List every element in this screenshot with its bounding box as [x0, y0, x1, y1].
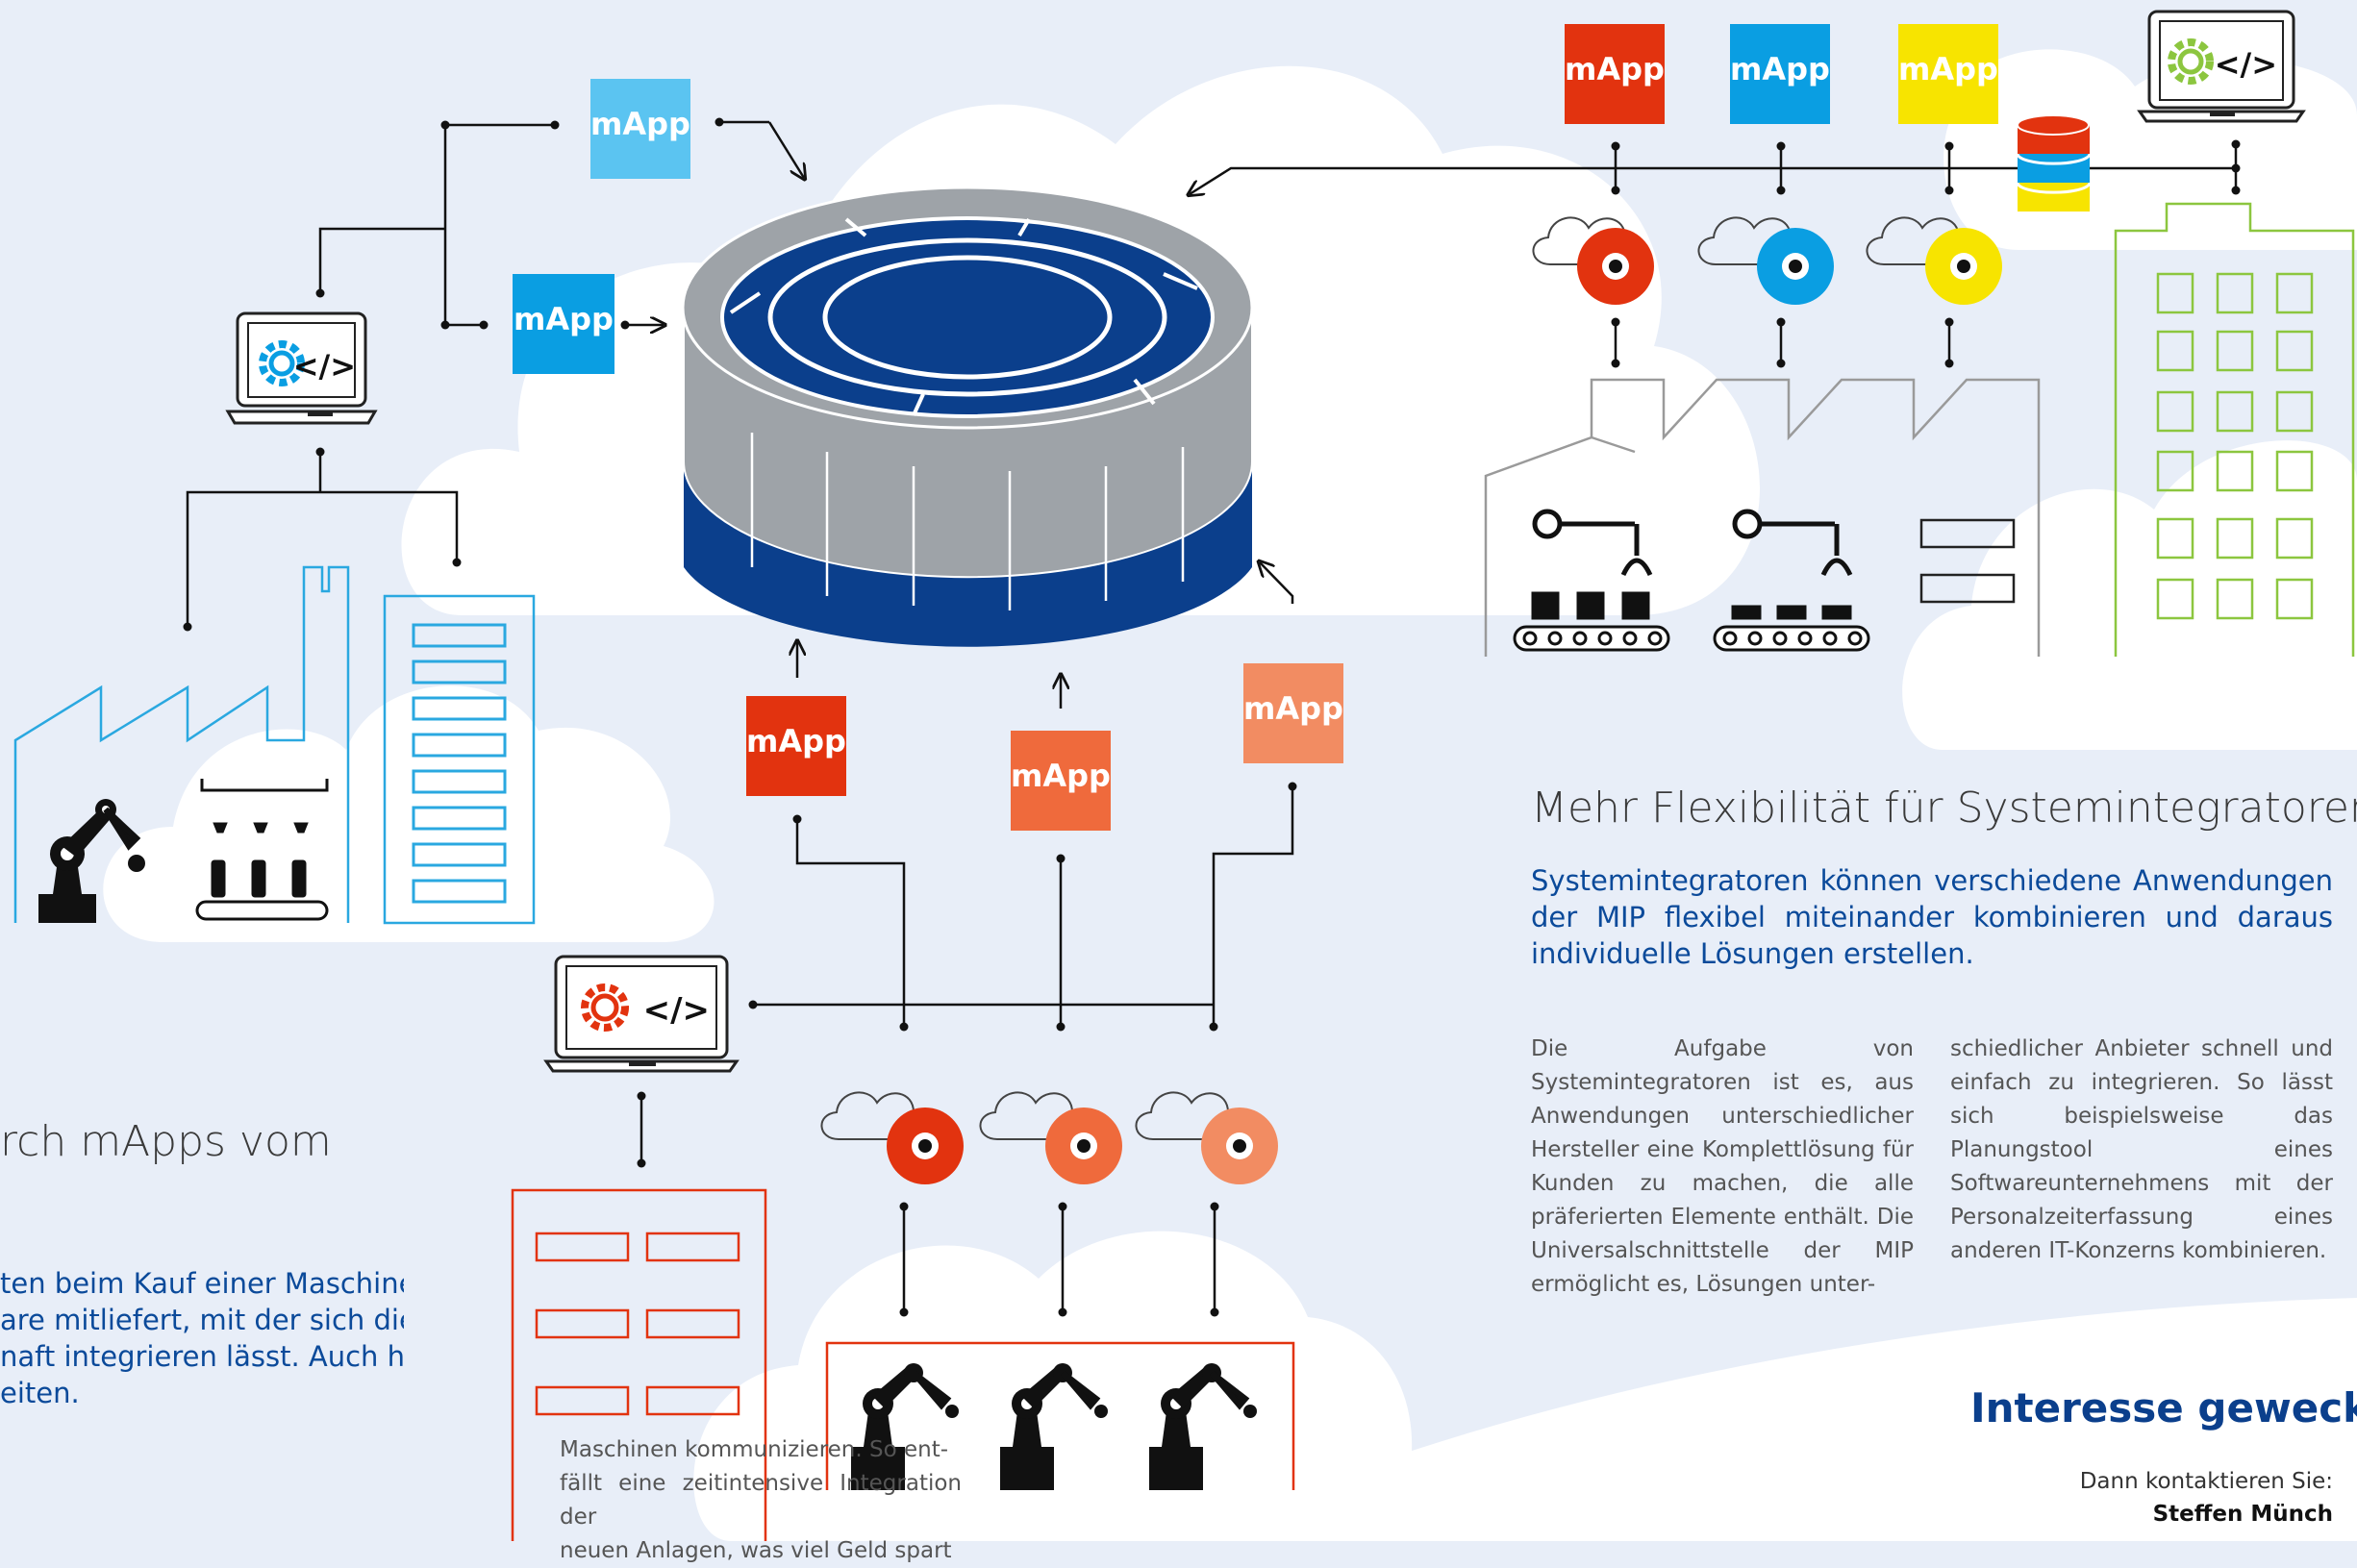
- gear-icon: [259, 340, 305, 386]
- building-icon: [511, 1188, 767, 1541]
- connection-nodes: [183, 117, 2241, 1317]
- mapp-tile-red: mApp: [746, 696, 846, 796]
- left-body-line: fällt eine zeitintensive Integration der: [560, 1471, 962, 1530]
- mapp-tile-blue: mApp: [513, 274, 614, 374]
- robot-arm-icon: [851, 1363, 959, 1490]
- mapp-tile-salmon: mApp: [1243, 663, 1343, 763]
- article-heading: Mehr Flexibilität für Systemintegratoren: [1531, 784, 2357, 833]
- cloud-service-salmon-bottom: [1135, 1091, 1278, 1184]
- factory-icon: [825, 1341, 1295, 1490]
- factory-icon: [1484, 378, 2041, 657]
- left-lead-line: eiten.: [0, 1377, 80, 1409]
- code-glyph: </>: [293, 348, 356, 385]
- factory-icon: [13, 565, 536, 925]
- laptop-icon: </>: [2137, 10, 2306, 123]
- cloud-service-orange-bottom: [979, 1091, 1122, 1184]
- contact-line: Dann kontaktieren Sie:: [2079, 1469, 2333, 1494]
- left-lead-line: naft integrieren lässt. Auch hier: [0, 1340, 404, 1373]
- mapp-label: mApp: [1898, 51, 1998, 87]
- central-platform: [681, 186, 1254, 647]
- laptop-icon: </>: [543, 955, 740, 1073]
- left-body-line: Maschinen kommunizieren. So ent-: [560, 1437, 949, 1462]
- cta-heading: Interesse geweckt?: [1970, 1384, 2357, 1431]
- cloud-icon: [1902, 440, 2357, 750]
- article-body-column-2: schiedlicher Anbieter schnell und einfac…: [1950, 1036, 2333, 1263]
- code-glyph: </>: [643, 991, 710, 1030]
- laptop-icon: </>: [225, 311, 378, 425]
- cloud-service-red: [1532, 216, 1654, 305]
- mapp-label: mApp: [746, 723, 846, 759]
- gear-icon: [581, 983, 629, 1032]
- left-lead-line: ten beim Kauf einer Maschine,: [0, 1267, 404, 1300]
- left-body: Maschinen kommunizieren. So ent- fällt e…: [560, 1433, 962, 1568]
- conveyor-robot-group: [1513, 509, 1870, 652]
- gear-icon: [2168, 38, 2214, 85]
- left-heading-fragment: rch mApps vom: [0, 1117, 332, 1166]
- mapp-tile-orange: mApp: [1011, 731, 1111, 831]
- building-icon: [2114, 202, 2355, 657]
- robot-arm-icon: [38, 799, 145, 923]
- mapp-label: mApp: [1011, 758, 1111, 794]
- mapp-tile-blue-top: mApp: [1730, 24, 1830, 124]
- mapp-label: mApp: [590, 106, 690, 142]
- left-lead-line: are mitliefert, mit der sich die: [0, 1304, 404, 1336]
- connection-lines: [186, 120, 2238, 1312]
- mapp-label: mApp: [1243, 690, 1343, 727]
- mapp-tile-yellow-top: mApp: [1898, 24, 1998, 124]
- left-lead: ten beim Kauf einer Maschine, are mitlie…: [0, 1265, 404, 1411]
- contact-name-text: Steffen Münch: [2152, 1502, 2333, 1527]
- contact-name[interactable]: Steffen Münch: [2044, 1498, 2333, 1531]
- robot-arm-icon: [1149, 1363, 1257, 1490]
- cloud-footer-band: [1154, 1298, 2357, 1541]
- left-body-line: neuen Anlagen, was viel Geld spart: [560, 1538, 952, 1563]
- database-icon: [2016, 114, 2092, 212]
- code-glyph: </>: [2215, 46, 2277, 83]
- article-lead: Systemintegratoren können verschiedene A…: [1531, 864, 2333, 970]
- cloud-service-icons: [820, 216, 2002, 1184]
- conveyor-icon: [195, 779, 329, 921]
- cloud-service-red-bottom: [820, 1091, 964, 1184]
- mapp-tiles: mApp mApp mApp mApp mApp mApp mApp mApp: [513, 24, 1998, 831]
- article-body-column-1: Die Aufgabe von Systemintegratoren ist e…: [1531, 1036, 1914, 1297]
- cloud-icon: [103, 685, 715, 942]
- mapp-tile-red-top: mApp: [1565, 24, 1665, 124]
- mapp-label: mApp: [514, 301, 614, 337]
- robot-arm-icon: [1000, 1363, 1108, 1490]
- mapp-tile-light-blue: mApp: [590, 79, 690, 179]
- mapp-label: mApp: [1730, 51, 1830, 87]
- cloud-service-yellow: [1866, 216, 2002, 305]
- contact-block: Dann kontaktieren Sie: Steffen Münch: [2044, 1465, 2333, 1531]
- cloud-service-blue: [1697, 216, 1834, 305]
- mapp-label: mApp: [1565, 51, 1665, 87]
